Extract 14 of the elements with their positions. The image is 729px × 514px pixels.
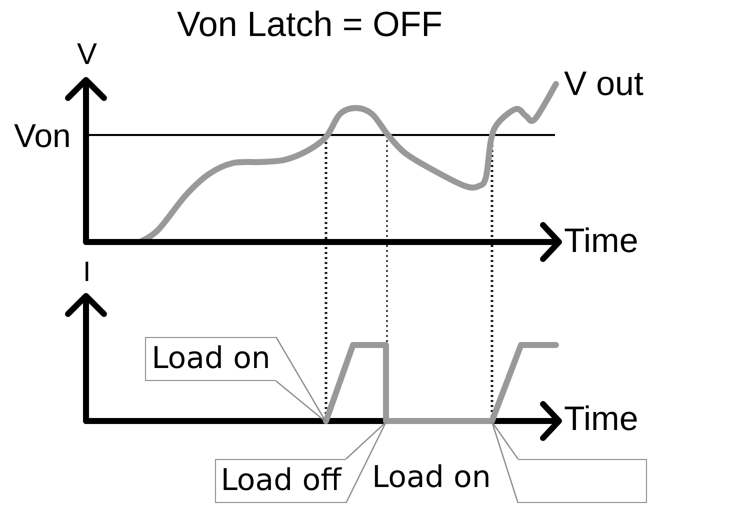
axis-label: Time xyxy=(564,224,638,258)
leader-line xyxy=(275,336,327,423)
annotation-text: Load on xyxy=(372,463,491,493)
callout xyxy=(518,459,647,503)
axis-label: I xyxy=(83,258,91,286)
axis-label: Time xyxy=(564,402,638,436)
threshold-label: Von xyxy=(14,119,71,152)
axis-label: V xyxy=(77,40,98,70)
chart-title: Von Latch = OFF xyxy=(177,7,443,42)
callout: Load off xyxy=(215,459,346,503)
leader-line xyxy=(345,421,387,504)
curve-label: V out xyxy=(564,67,644,101)
leader-line xyxy=(491,421,519,504)
callout: Load on xyxy=(145,337,276,381)
